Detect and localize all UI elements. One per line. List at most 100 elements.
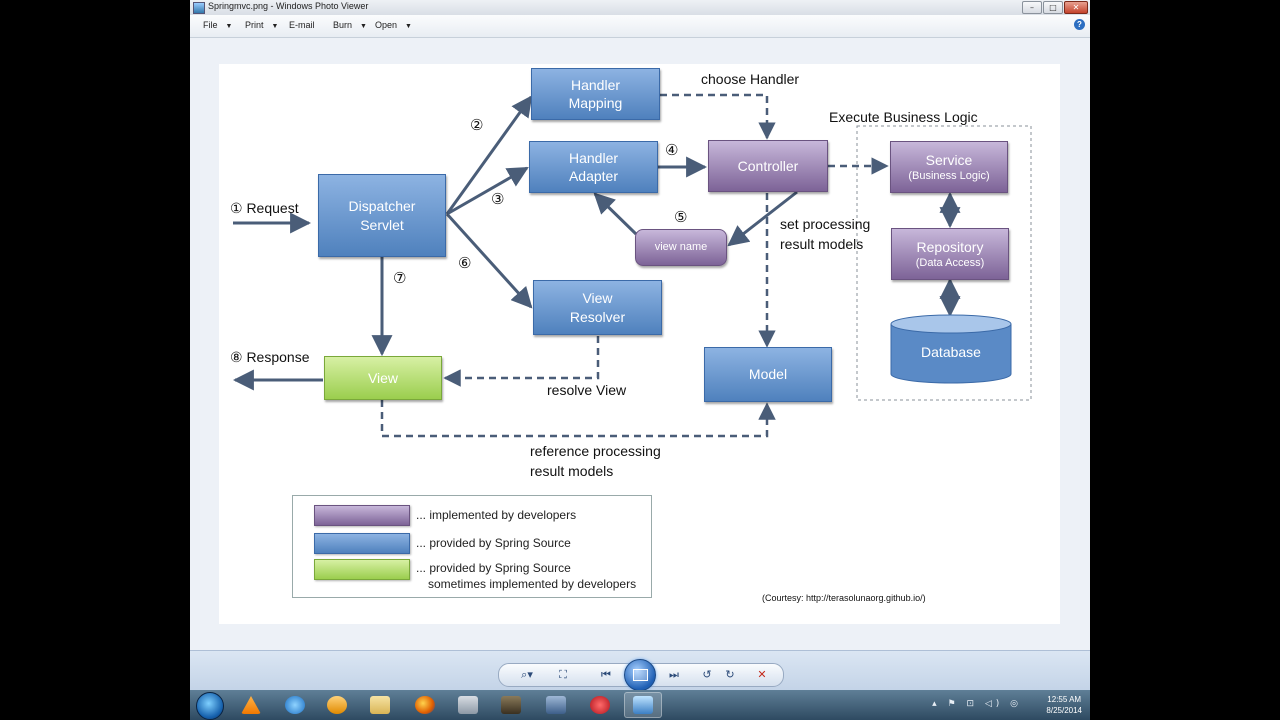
maximize-button[interactable]: □ xyxy=(1043,1,1063,14)
model-node: Model xyxy=(704,347,832,402)
handler-mapping-line1: Handler xyxy=(570,76,621,93)
viewer-controls: ⌕▾ ⛶ ⏮ ⏭ ↺ ↻ ✕ xyxy=(190,650,1090,691)
rotate-ccw-icon[interactable]: ↺ xyxy=(702,668,712,681)
legend-swatch-green xyxy=(314,559,410,580)
previous-icon[interactable]: ⏮ xyxy=(601,668,611,681)
handler-mapping-node: Handler Mapping xyxy=(531,68,660,120)
system-tray-icons[interactable]: ▴ ⚑ ⊡ ◁) ◎ xyxy=(932,699,1022,709)
app-icon xyxy=(590,696,610,714)
help-icon[interactable]: ? xyxy=(1074,19,1085,30)
taskbar-app-6[interactable] xyxy=(492,692,530,718)
arrow-to-handler-adapter xyxy=(446,166,529,216)
rotate-cw-icon[interactable]: ↻ xyxy=(725,668,735,681)
step-5-marker: ⑤ xyxy=(674,208,688,226)
menu-burn[interactable]: Burn▼ xyxy=(333,20,367,30)
taskbar-app-7[interactable] xyxy=(537,692,575,718)
response-label: ⑧ Response xyxy=(230,349,310,365)
taskbar-app-8[interactable] xyxy=(581,692,619,718)
menu-open[interactable]: Open ▼ xyxy=(375,20,412,30)
database-label: Database xyxy=(921,343,981,360)
taskbar-photo-viewer[interactable] xyxy=(624,692,662,718)
business-logic-boundary xyxy=(856,125,1032,401)
chevron-down-icon: ▼ xyxy=(271,23,279,30)
step-3-marker: ③ xyxy=(491,190,505,208)
taskbar-media-player[interactable] xyxy=(318,692,356,718)
clock[interactable]: 12:55 AM 8/25/2014 xyxy=(1046,694,1082,716)
view-name-label: view name xyxy=(654,241,708,254)
service-node: Service (Business Logic) xyxy=(890,141,1008,193)
taskbar-firefox[interactable] xyxy=(406,692,444,718)
legend-text-green-1: ... provided by Spring Source xyxy=(416,561,571,575)
legend-text-green-2: sometimes implemented by developers xyxy=(428,577,637,591)
choose-handler-label: choose Handler xyxy=(701,71,800,87)
view-node: View xyxy=(324,356,442,400)
dispatcher-line2: Servlet xyxy=(360,216,404,233)
folder-icon xyxy=(370,696,390,714)
image-view-area: Dispatcher Servlet Handler Mapping Handl… xyxy=(190,38,1090,650)
step-7-marker: ⑦ xyxy=(393,269,407,287)
legend-swatch-blue xyxy=(314,533,410,554)
diagram-connectors xyxy=(232,93,1032,438)
execute-business-logic-label: Execute Business Logic xyxy=(829,109,978,125)
courtesy-label: (Courtesy: http://terasolunaorg.github.i… xyxy=(762,593,926,603)
service-subtitle: (Business Logic) xyxy=(908,169,990,182)
arrow-controller-to-view-name xyxy=(727,190,798,247)
start-button[interactable] xyxy=(196,692,224,720)
handler-mapping-line2: Mapping xyxy=(568,95,623,111)
reference-processing-label-1: reference processing xyxy=(530,443,661,459)
handler-adapter-node: Handler Adapter xyxy=(529,141,658,193)
next-icon[interactable]: ⏭ xyxy=(669,668,679,681)
dashed-reference-model xyxy=(380,400,776,438)
set-processing-label-2: result models xyxy=(780,236,864,252)
slideshow-icon xyxy=(633,669,648,681)
actual-size-icon[interactable]: ⛶ xyxy=(559,668,567,681)
ie-icon xyxy=(285,696,305,714)
request-label: ① Request xyxy=(230,200,299,216)
legend-swatch-purple xyxy=(314,505,410,526)
controller-label: Controller xyxy=(737,157,799,174)
slideshow-button[interactable] xyxy=(624,659,656,691)
taskbar-app-5[interactable] xyxy=(449,692,487,718)
taskbar-vlc[interactable] xyxy=(232,692,270,718)
resolve-view-label: resolve View xyxy=(547,382,627,398)
menu-print-label: Print xyxy=(245,20,264,30)
zoom-icon[interactable]: ⌕▾ xyxy=(521,668,533,681)
dashed-choose-handler xyxy=(660,93,776,140)
clock-date: 8/25/2014 xyxy=(1046,706,1082,715)
close-button[interactable]: ✕ xyxy=(1064,1,1088,14)
dispatcher-servlet-node: Dispatcher Servlet xyxy=(318,174,446,257)
view-label: View xyxy=(367,369,399,386)
handler-adapter-line2: Adapter xyxy=(568,168,619,184)
dashed-resolve-view xyxy=(443,336,600,387)
app-icon xyxy=(458,696,478,714)
menu-file[interactable]: File▼ xyxy=(203,20,232,30)
menu-email-label: E-mail xyxy=(289,20,315,30)
reference-processing-label-2: result models xyxy=(530,463,614,479)
arrow-to-view-resolver xyxy=(445,212,533,309)
menu-email[interactable]: E-mail xyxy=(289,20,315,30)
window-title: Springmvc.png - Windows Photo Viewer xyxy=(208,1,369,11)
view-resolver-line2: Resolver xyxy=(569,308,626,325)
taskbar-explorer[interactable] xyxy=(361,692,399,718)
legend-text-purple: ... implemented by developers xyxy=(416,508,577,522)
repository-node: Repository (Data Access) xyxy=(891,228,1009,280)
view-resolver-node: View Resolver xyxy=(533,280,662,335)
chevron-down-icon: ▼ xyxy=(405,23,412,30)
minimize-button[interactable]: – xyxy=(1022,1,1042,14)
repository-subtitle: (Data Access) xyxy=(915,256,985,269)
view-name-node: view name xyxy=(635,229,727,266)
chevron-down-icon: ▼ xyxy=(360,23,367,30)
legend-text-blue: ... provided by Spring Source xyxy=(416,536,571,550)
window-controls: – □ ✕ xyxy=(1022,1,1088,14)
menu-open-label: Open xyxy=(375,20,398,30)
taskbar: ▴ ⚑ ⊡ ◁) ◎ 12:55 AM 8/25/2014 xyxy=(190,690,1090,720)
dispatcher-line1: Dispatcher xyxy=(348,198,416,215)
photo-viewer-app-icon xyxy=(193,2,205,14)
menu-print[interactable]: Print ▼ xyxy=(245,20,278,30)
taskbar-internet-explorer[interactable] xyxy=(276,692,314,718)
media-player-icon xyxy=(327,696,347,714)
set-processing-label-1: set processing xyxy=(780,216,871,232)
delete-icon[interactable]: ✕ xyxy=(757,668,767,681)
chevron-down-icon: ▼ xyxy=(225,23,233,30)
database-node: Database xyxy=(891,337,1011,367)
